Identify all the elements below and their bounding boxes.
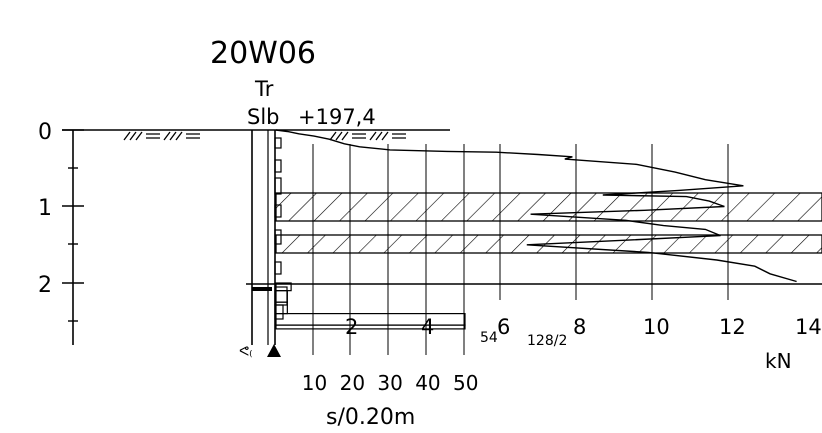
force-grid — [312, 144, 729, 355]
blow-count-bars — [275, 282, 466, 330]
force-tick-label: 14 — [795, 315, 822, 339]
force-tick-label: 2 — [345, 315, 358, 339]
force-unit: kN — [765, 349, 792, 373]
force-tick-label: 12 — [719, 315, 746, 339]
force-tick-label: 6 — [497, 315, 510, 339]
depth-tick-label: 1 — [38, 196, 52, 221]
point-id: 20W06 — [210, 36, 316, 71]
force-tick-label: 10 — [643, 315, 670, 339]
blow-tick-label: 40 — [415, 371, 440, 395]
depth-tick-label: 2 — [38, 273, 52, 298]
method-sub: Slb — [247, 105, 280, 129]
depth-tick-label: 0 — [38, 120, 52, 145]
blow-count-label: 128/2 — [527, 333, 567, 349]
blow-tick-label: 50 — [453, 371, 478, 395]
soil-hatch-icon — [329, 131, 406, 141]
blow-count-label: 54 — [480, 330, 498, 346]
stop-symbol-glyph: ᕙ₍ — [239, 344, 253, 360]
blow-bar — [275, 290, 288, 303]
blow-bar — [275, 301, 288, 315]
method-code: Tr — [254, 77, 274, 101]
depth-axis: 0 1 2 — [38, 120, 84, 345]
blow-unit: s/0.20m — [326, 405, 415, 430]
hatched-layer — [275, 192, 822, 222]
stop-triangle-icon — [267, 344, 281, 357]
blow-bar — [275, 313, 466, 326]
sounding-curve — [275, 129, 797, 283]
blow-axis: 10 20 30 40 50 — [302, 371, 479, 395]
blow-tick-label: 20 — [340, 371, 365, 395]
force-tick-label: 4 — [421, 315, 434, 339]
sounding-curve-layer — [275, 129, 797, 283]
blow-bar — [275, 324, 466, 330]
soil-hatch-icon — [123, 131, 200, 141]
force-axis: 2 4 6 8 10 12 14 — [345, 315, 822, 339]
elevation-label: +197,4 — [298, 105, 376, 129]
borehole-column: ᕙ₍ — [239, 130, 288, 360]
blow-tick-label: 30 — [377, 371, 402, 395]
force-tick-label: 8 — [573, 315, 586, 339]
water-level-marker — [252, 287, 272, 291]
blow-tick-label: 10 — [302, 371, 327, 395]
